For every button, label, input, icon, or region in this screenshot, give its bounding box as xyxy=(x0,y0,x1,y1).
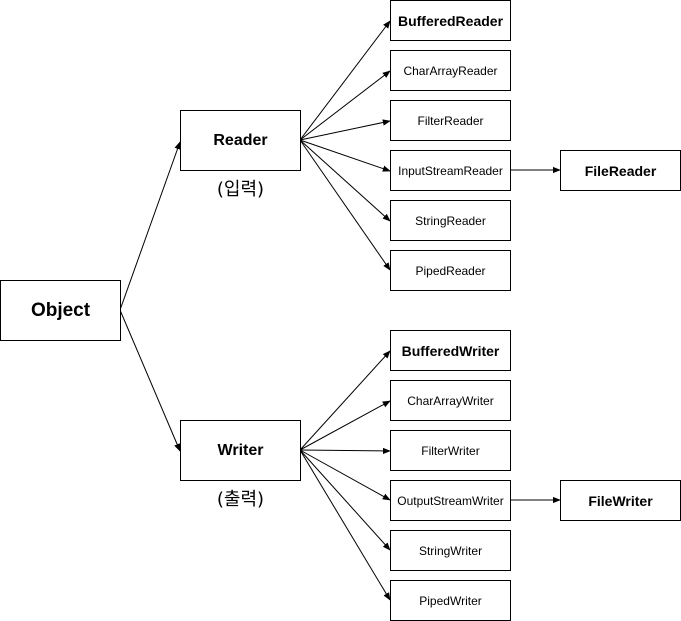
chararrayreader-node: CharArrayReader xyxy=(390,50,511,91)
chararraywriter-node: CharArrayWriter xyxy=(390,380,511,421)
edge-reader-bufferedreader xyxy=(299,20,391,141)
pipedreader-node: PipedReader xyxy=(390,250,511,291)
edge-writer-pipedwriter xyxy=(299,449,391,601)
filterreader-node: FilterReader xyxy=(390,100,511,141)
edge-writer-bufferedwriter xyxy=(299,350,391,451)
edge-writer-chararraywriter xyxy=(299,400,391,451)
bufferedwriter-node: BufferedWriter xyxy=(390,330,511,371)
pipedwriter-node: PipedWriter xyxy=(390,580,511,621)
filewriter-node: FileWriter xyxy=(560,480,681,521)
reader-caption: (입력) xyxy=(216,179,265,200)
edge-writer-filterwriter xyxy=(299,447,391,455)
filterwriter-node: FilterWriter xyxy=(390,430,511,471)
stringreader-node: StringReader xyxy=(390,200,511,241)
outputstreamwriter-node: OutputStreamWriter xyxy=(390,480,511,521)
edge-reader-filterreader xyxy=(299,119,391,141)
bufferedreader-node: BufferedReader xyxy=(390,0,511,41)
filereader-node: FileReader xyxy=(560,150,681,191)
edge-object-reader xyxy=(119,141,181,311)
inputstreamreader-node: InputStreamReader xyxy=(390,150,511,191)
edge-object-writer xyxy=(119,309,181,452)
edge-reader-inputstreamreader xyxy=(299,139,391,172)
edge-reader-chararrayreader xyxy=(299,70,391,141)
edge-reader-pipedreader xyxy=(299,139,391,271)
edge-writer-stringwriter xyxy=(299,449,391,551)
object-node: Object xyxy=(0,280,121,341)
stringwriter-node: StringWriter xyxy=(390,530,511,571)
writer-caption: (출력) xyxy=(216,489,265,510)
edge-reader-stringreader xyxy=(299,139,391,222)
reader-node: Reader xyxy=(180,110,301,171)
edge-writer-outputstreamwriter xyxy=(299,449,391,501)
writer-node: Writer xyxy=(180,420,301,481)
